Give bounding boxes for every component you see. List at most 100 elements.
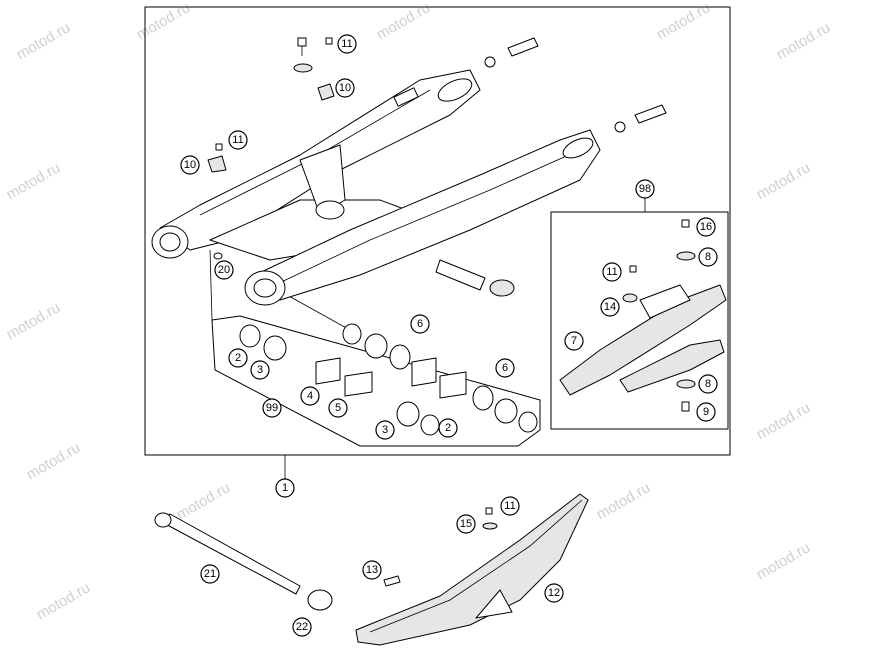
svg-text:20: 20: [218, 264, 230, 276]
rubber-washer: [676, 379, 696, 389]
chain-guide-kit-frame: [550, 211, 729, 430]
callout-8: 8: [698, 374, 718, 394]
callout-11: 11: [337, 34, 357, 54]
washer: [482, 522, 498, 530]
pivot-axle-head: [154, 512, 172, 528]
inner-sleeve: [439, 371, 467, 399]
watermark-text: motod.ru: [14, 19, 74, 63]
svg-text:6: 6: [417, 318, 423, 330]
spacer-washer: [472, 385, 494, 411]
swingarm: [151, 69, 601, 306]
callout-6: 6: [410, 314, 430, 334]
pivot-axle-group: [154, 512, 333, 611]
needle-bearing: [396, 401, 420, 427]
chain-adjuster-pin: [634, 104, 667, 124]
callout-16: 16: [696, 217, 716, 237]
watermark-text: motod.ru: [754, 399, 814, 443]
screw-head: [485, 507, 493, 515]
svg-text:7: 7: [571, 335, 577, 347]
svg-text:11: 11: [606, 266, 617, 278]
svg-text:1: 1: [282, 482, 288, 494]
callout-11: 11: [500, 496, 520, 516]
svg-text:3: 3: [257, 364, 263, 376]
cable-clip: [317, 83, 335, 101]
watermark-text: motod.ru: [34, 579, 94, 623]
needle-bearing: [364, 333, 388, 359]
svg-text:14: 14: [604, 301, 616, 313]
bearing-kit: [239, 323, 538, 436]
svg-text:3: 3: [382, 424, 388, 436]
chain-adjuster-pin: [507, 37, 539, 57]
callout-11: 11: [602, 262, 622, 282]
small-nut: [213, 252, 223, 260]
pivot-axle-nut: [307, 589, 333, 611]
watermark-text: motod.ru: [174, 479, 234, 523]
screw-head: [681, 401, 690, 412]
callout-4: 4: [300, 386, 320, 406]
callout-99: 99: [262, 398, 282, 418]
watermark-text: motod.ru: [4, 299, 64, 343]
needle-bearing: [263, 335, 287, 361]
svg-text:4: 4: [307, 390, 313, 402]
leader-line: [209, 249, 213, 321]
watermark-text: motod.ru: [4, 159, 64, 203]
svg-text:8: 8: [705, 378, 711, 390]
callout-20: 20: [214, 260, 234, 280]
callout-3: 3: [250, 360, 270, 380]
watermark-text: motod.ru: [24, 439, 84, 483]
watermark-text: motod.ru: [754, 539, 814, 583]
adjuster-nut: [614, 121, 626, 133]
svg-text:2: 2: [445, 422, 451, 434]
swingarm-edge-line: [274, 149, 581, 286]
chain-guard: [355, 493, 589, 646]
svg-text:12: 12: [548, 587, 560, 599]
svg-text:9: 9: [703, 406, 709, 418]
screw-head: [325, 37, 333, 45]
callout-9: 9: [696, 402, 716, 422]
needle-bearing: [494, 398, 518, 424]
callout-22: 22: [292, 617, 312, 637]
svg-text:21: 21: [204, 568, 216, 580]
chain-guide-kit: [559, 219, 727, 412]
chain-guard-bracket: [475, 589, 513, 619]
svg-text:5: 5: [335, 402, 341, 414]
callout-10: 10: [180, 155, 200, 175]
callout-6: 6: [495, 358, 515, 378]
callout-11: 11: [228, 130, 248, 150]
screw-head: [215, 143, 223, 151]
pivot-spacer-sleeve: [435, 259, 486, 291]
callout-21: 21: [200, 564, 220, 584]
svg-text:13: 13: [366, 564, 378, 576]
watermark-text: motod.ru: [594, 479, 654, 523]
callout-2: 2: [228, 348, 248, 368]
svg-text:6: 6: [502, 362, 508, 374]
swingarm-right-arm: [254, 129, 601, 301]
chain-slider-lower: [619, 339, 725, 393]
swingarm-right-slot: [562, 137, 594, 159]
svg-text:11: 11: [232, 134, 243, 146]
swingarm-hardware: [207, 37, 667, 297]
seal-ring: [518, 411, 538, 433]
svg-text:10: 10: [339, 82, 351, 94]
swingarm-assembly-frame: [144, 6, 731, 456]
chain-slider: [559, 284, 727, 396]
watermark-text: motod.ru: [754, 159, 814, 203]
callout-2: 2: [438, 418, 458, 438]
spacer-washer: [389, 344, 411, 370]
callout-13: 13: [362, 560, 382, 580]
svg-text:16: 16: [700, 221, 712, 233]
rubber-washer: [293, 63, 313, 73]
svg-text:8: 8: [705, 251, 711, 263]
shock-mount: [299, 144, 346, 216]
inner-sleeve: [344, 371, 373, 397]
cable-clip: [207, 155, 227, 173]
screw-head: [297, 37, 307, 47]
swingarm-left-slot: [437, 78, 473, 102]
chain-guard-group: [355, 493, 589, 646]
chain-guard-edge: [369, 499, 583, 633]
pivot-cap: [489, 279, 515, 297]
svg-text:2: 2: [235, 352, 241, 364]
screw-head: [629, 265, 637, 273]
seal-ring: [342, 323, 362, 345]
